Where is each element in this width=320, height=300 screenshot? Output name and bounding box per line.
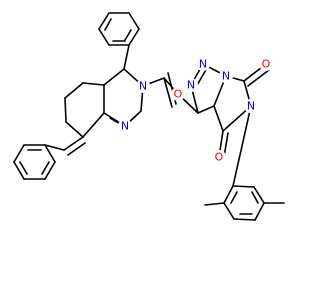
atom-label-nitrogen: N — [222, 70, 230, 83]
bond — [163, 77, 173, 108]
bond — [251, 191, 259, 204]
atom-label-nitrogen: N — [247, 100, 255, 113]
atom-o-ketone: O — [171, 87, 185, 101]
bond — [104, 18, 112, 31]
bond — [253, 186, 265, 204]
bond — [254, 202, 265, 221]
bond — [124, 29, 132, 41]
bond — [13, 161, 25, 180]
atom-n-pyrazoline-1: N — [118, 119, 132, 133]
bond — [232, 185, 255, 188]
atom-n-imide: N — [244, 99, 258, 113]
molecule-structure-drawing: O N N N N N O N — [13, 12, 285, 221]
bond — [98, 12, 110, 30]
bond — [223, 202, 235, 220]
bond — [67, 142, 86, 156]
bond — [247, 69, 270, 87]
bond — [13, 144, 25, 163]
bond — [204, 202, 225, 206]
bond — [232, 105, 252, 187]
bond — [44, 144, 56, 163]
atom-o-imide-upper: O — [259, 57, 273, 71]
bond — [65, 121, 84, 138]
bond — [128, 12, 140, 30]
bond — [63, 136, 84, 151]
atom-label-nitrogen: N — [187, 79, 195, 92]
bond — [64, 97, 67, 123]
atom-n-triazole-a: N — [184, 78, 198, 92]
bond — [123, 44, 130, 70]
atom-n-pyrazoline-2: N — [136, 79, 150, 93]
bond — [98, 28, 110, 46]
bond — [82, 82, 105, 86]
bond — [41, 161, 50, 175]
atom-o-imide-lower: O — [212, 150, 226, 164]
atom-label-nitrogen: N — [139, 80, 147, 93]
atom-label-nitrogen: N — [121, 120, 129, 133]
bond — [128, 28, 140, 46]
bond — [213, 105, 224, 132]
bond — [44, 161, 56, 180]
bond — [64, 82, 84, 99]
bond — [44, 144, 65, 151]
atom-label-oxygen: O — [215, 151, 224, 164]
bond-lines — [13, 12, 285, 221]
atom-label-nitrogen: N — [199, 58, 207, 71]
bond — [230, 191, 238, 204]
atom-n-triazole-b: N — [196, 57, 210, 71]
bond — [197, 105, 215, 114]
bond — [82, 112, 105, 138]
atom-label-oxygen: O — [174, 88, 183, 101]
bond — [19, 161, 28, 175]
atom-n-triazole-c: N — [219, 69, 233, 83]
atom-labels: O N N N N N O N — [118, 57, 273, 164]
bond — [103, 68, 125, 86]
atom-label-oxygen: O — [262, 58, 271, 71]
bond — [233, 218, 256, 221]
bond — [223, 185, 234, 204]
